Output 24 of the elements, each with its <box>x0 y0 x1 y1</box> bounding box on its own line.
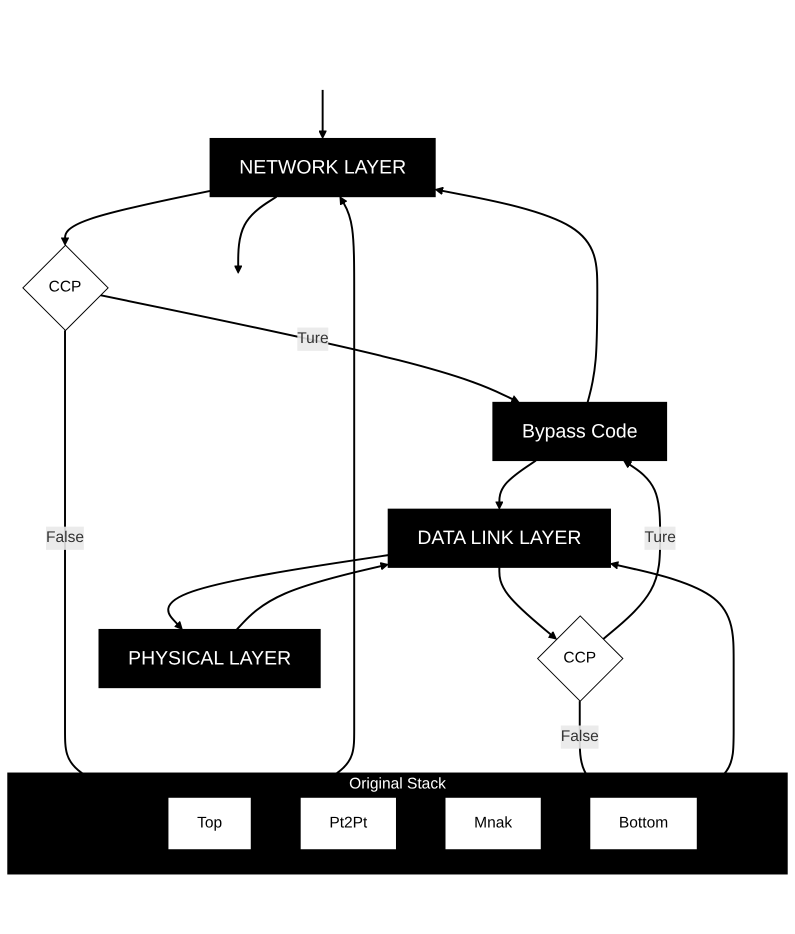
node-box: NETWORK LAYER <box>210 138 436 197</box>
node-box: PHYSICAL LAYER <box>98 628 321 688</box>
arrow <box>236 562 389 630</box>
node-box: Pt2Pt <box>300 796 397 850</box>
node-box: Top <box>167 796 252 850</box>
edge-label: False <box>46 529 84 546</box>
edge-label: False <box>560 728 599 744</box>
arrow <box>234 196 278 274</box>
edge-label: Ture <box>297 330 329 347</box>
edge-label: Ture <box>644 529 676 546</box>
arrow <box>602 460 662 640</box>
node-diamond: CCP <box>22 244 109 331</box>
node-box: Bypass Code <box>492 401 668 461</box>
arrow <box>318 90 327 138</box>
node-diamond: CCP <box>536 614 624 702</box>
arrow <box>100 294 520 402</box>
arrow <box>434 186 598 402</box>
node-box: DATA LINK LAYER <box>388 508 611 568</box>
arrow <box>167 554 388 630</box>
node-box: Bottom <box>589 796 698 850</box>
arrow <box>498 567 557 640</box>
arrow <box>60 190 210 246</box>
node-box: Mnak <box>444 796 542 850</box>
arrow <box>495 459 536 510</box>
